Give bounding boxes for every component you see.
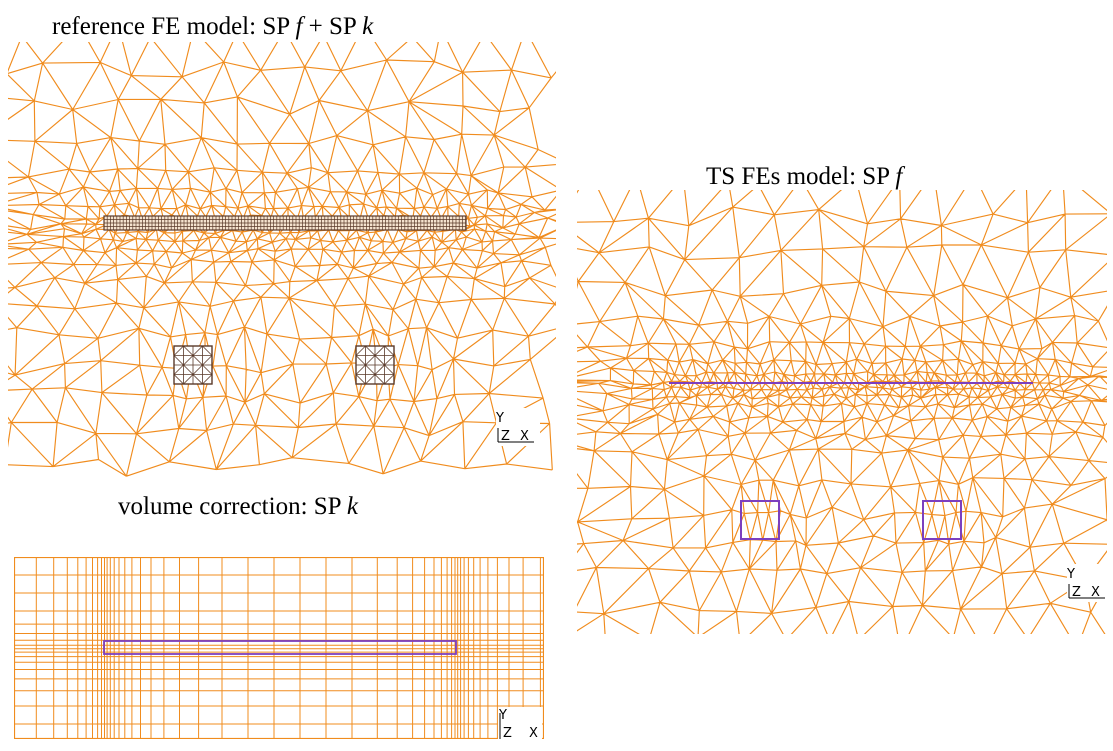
triangle-mesh bbox=[577, 190, 1107, 634]
ts-fes-mesh-plot: Y Z X bbox=[577, 190, 1107, 634]
z-axis-label: Z bbox=[501, 429, 510, 444]
axis-triad: Y Z X bbox=[498, 707, 542, 739]
left-block-mesh bbox=[173, 345, 213, 385]
x-axis-label: X bbox=[529, 726, 538, 739]
axis-triad: Y Z X bbox=[1066, 564, 1107, 602]
left-block-boundary bbox=[740, 500, 780, 540]
right-block-boundary bbox=[922, 500, 962, 540]
z-axis-label: Z bbox=[1072, 585, 1081, 600]
z-axis-label: Z bbox=[503, 726, 512, 739]
y-axis-label: Y bbox=[1066, 567, 1075, 582]
reference-fe-model-title: reference FE model: SP f + SP k bbox=[52, 13, 374, 40]
strip-boundary bbox=[103, 640, 457, 655]
volume-correction-mesh-plot: Y Z X bbox=[14, 557, 544, 739]
axis-triad: Y Z X bbox=[495, 408, 540, 446]
structured-grid bbox=[14, 557, 544, 739]
y-axis-label: Y bbox=[498, 708, 507, 723]
y-axis-label: Y bbox=[495, 411, 504, 426]
triangle-mesh bbox=[8, 42, 556, 477]
volume-correction-title: volume correction: SP k bbox=[118, 493, 359, 520]
strip-conductor-mesh bbox=[103, 215, 467, 231]
x-axis-label: X bbox=[1091, 585, 1100, 600]
reference-fe-mesh-plot: Y Z X bbox=[8, 42, 556, 477]
ts-fes-model-title: TS FEs model: SP f bbox=[706, 163, 903, 190]
right-block-mesh bbox=[355, 345, 395, 385]
x-axis-label: X bbox=[520, 429, 529, 444]
strip-conductor-outline bbox=[103, 215, 467, 231]
